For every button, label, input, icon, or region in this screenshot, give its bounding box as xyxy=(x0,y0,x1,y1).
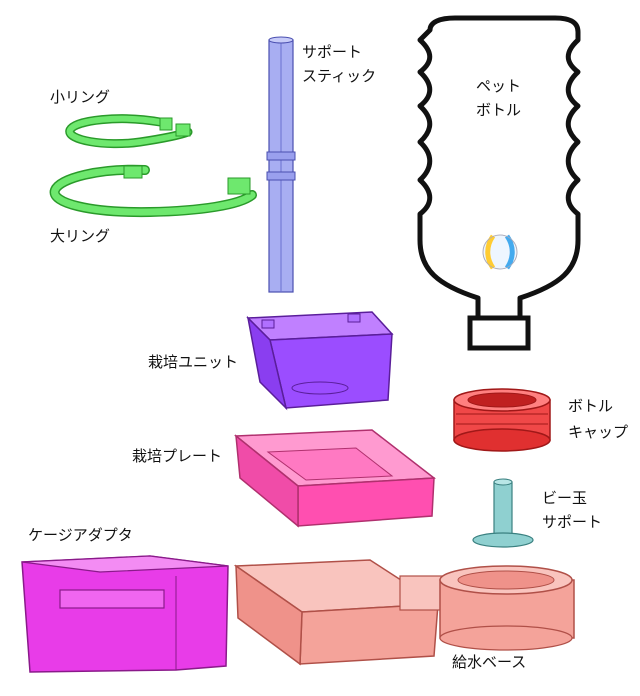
label-small-ring: 小リング xyxy=(50,88,111,106)
label-cultivation-plate: 栽培プレート xyxy=(132,447,223,465)
cultivation-unit xyxy=(246,311,394,411)
water-base xyxy=(233,559,575,666)
label-marble-support-2: サポート xyxy=(542,513,603,531)
label-support-stick-2: スティック xyxy=(302,67,377,85)
cultivation-plate xyxy=(233,429,437,528)
large-ring xyxy=(49,164,257,218)
label-cage-adapter: ケージアダプタ xyxy=(28,526,133,544)
label-support-stick-1: サポート xyxy=(302,43,363,61)
bottle-cap xyxy=(453,388,551,452)
label-marble-support-1: ビー玉 xyxy=(542,489,588,507)
pet-bottle xyxy=(417,15,581,351)
label-pet-bottle-2: ボトル xyxy=(476,101,522,119)
label-water-base: 給水ベース xyxy=(452,653,527,671)
marble-icon xyxy=(482,234,518,270)
label-bottle-cap-2: キャップ xyxy=(568,423,629,441)
support-stick xyxy=(266,36,296,293)
marble-support xyxy=(472,478,534,548)
label-pet-bottle-1: ペット xyxy=(476,77,522,95)
label-bottle-cap-1: ボトル xyxy=(568,397,614,415)
label-large-ring: 大リング xyxy=(50,227,111,245)
cage-adapter xyxy=(21,555,229,673)
label-cultivation-unit: 栽培ユニット xyxy=(148,353,239,371)
small-ring xyxy=(65,114,193,149)
